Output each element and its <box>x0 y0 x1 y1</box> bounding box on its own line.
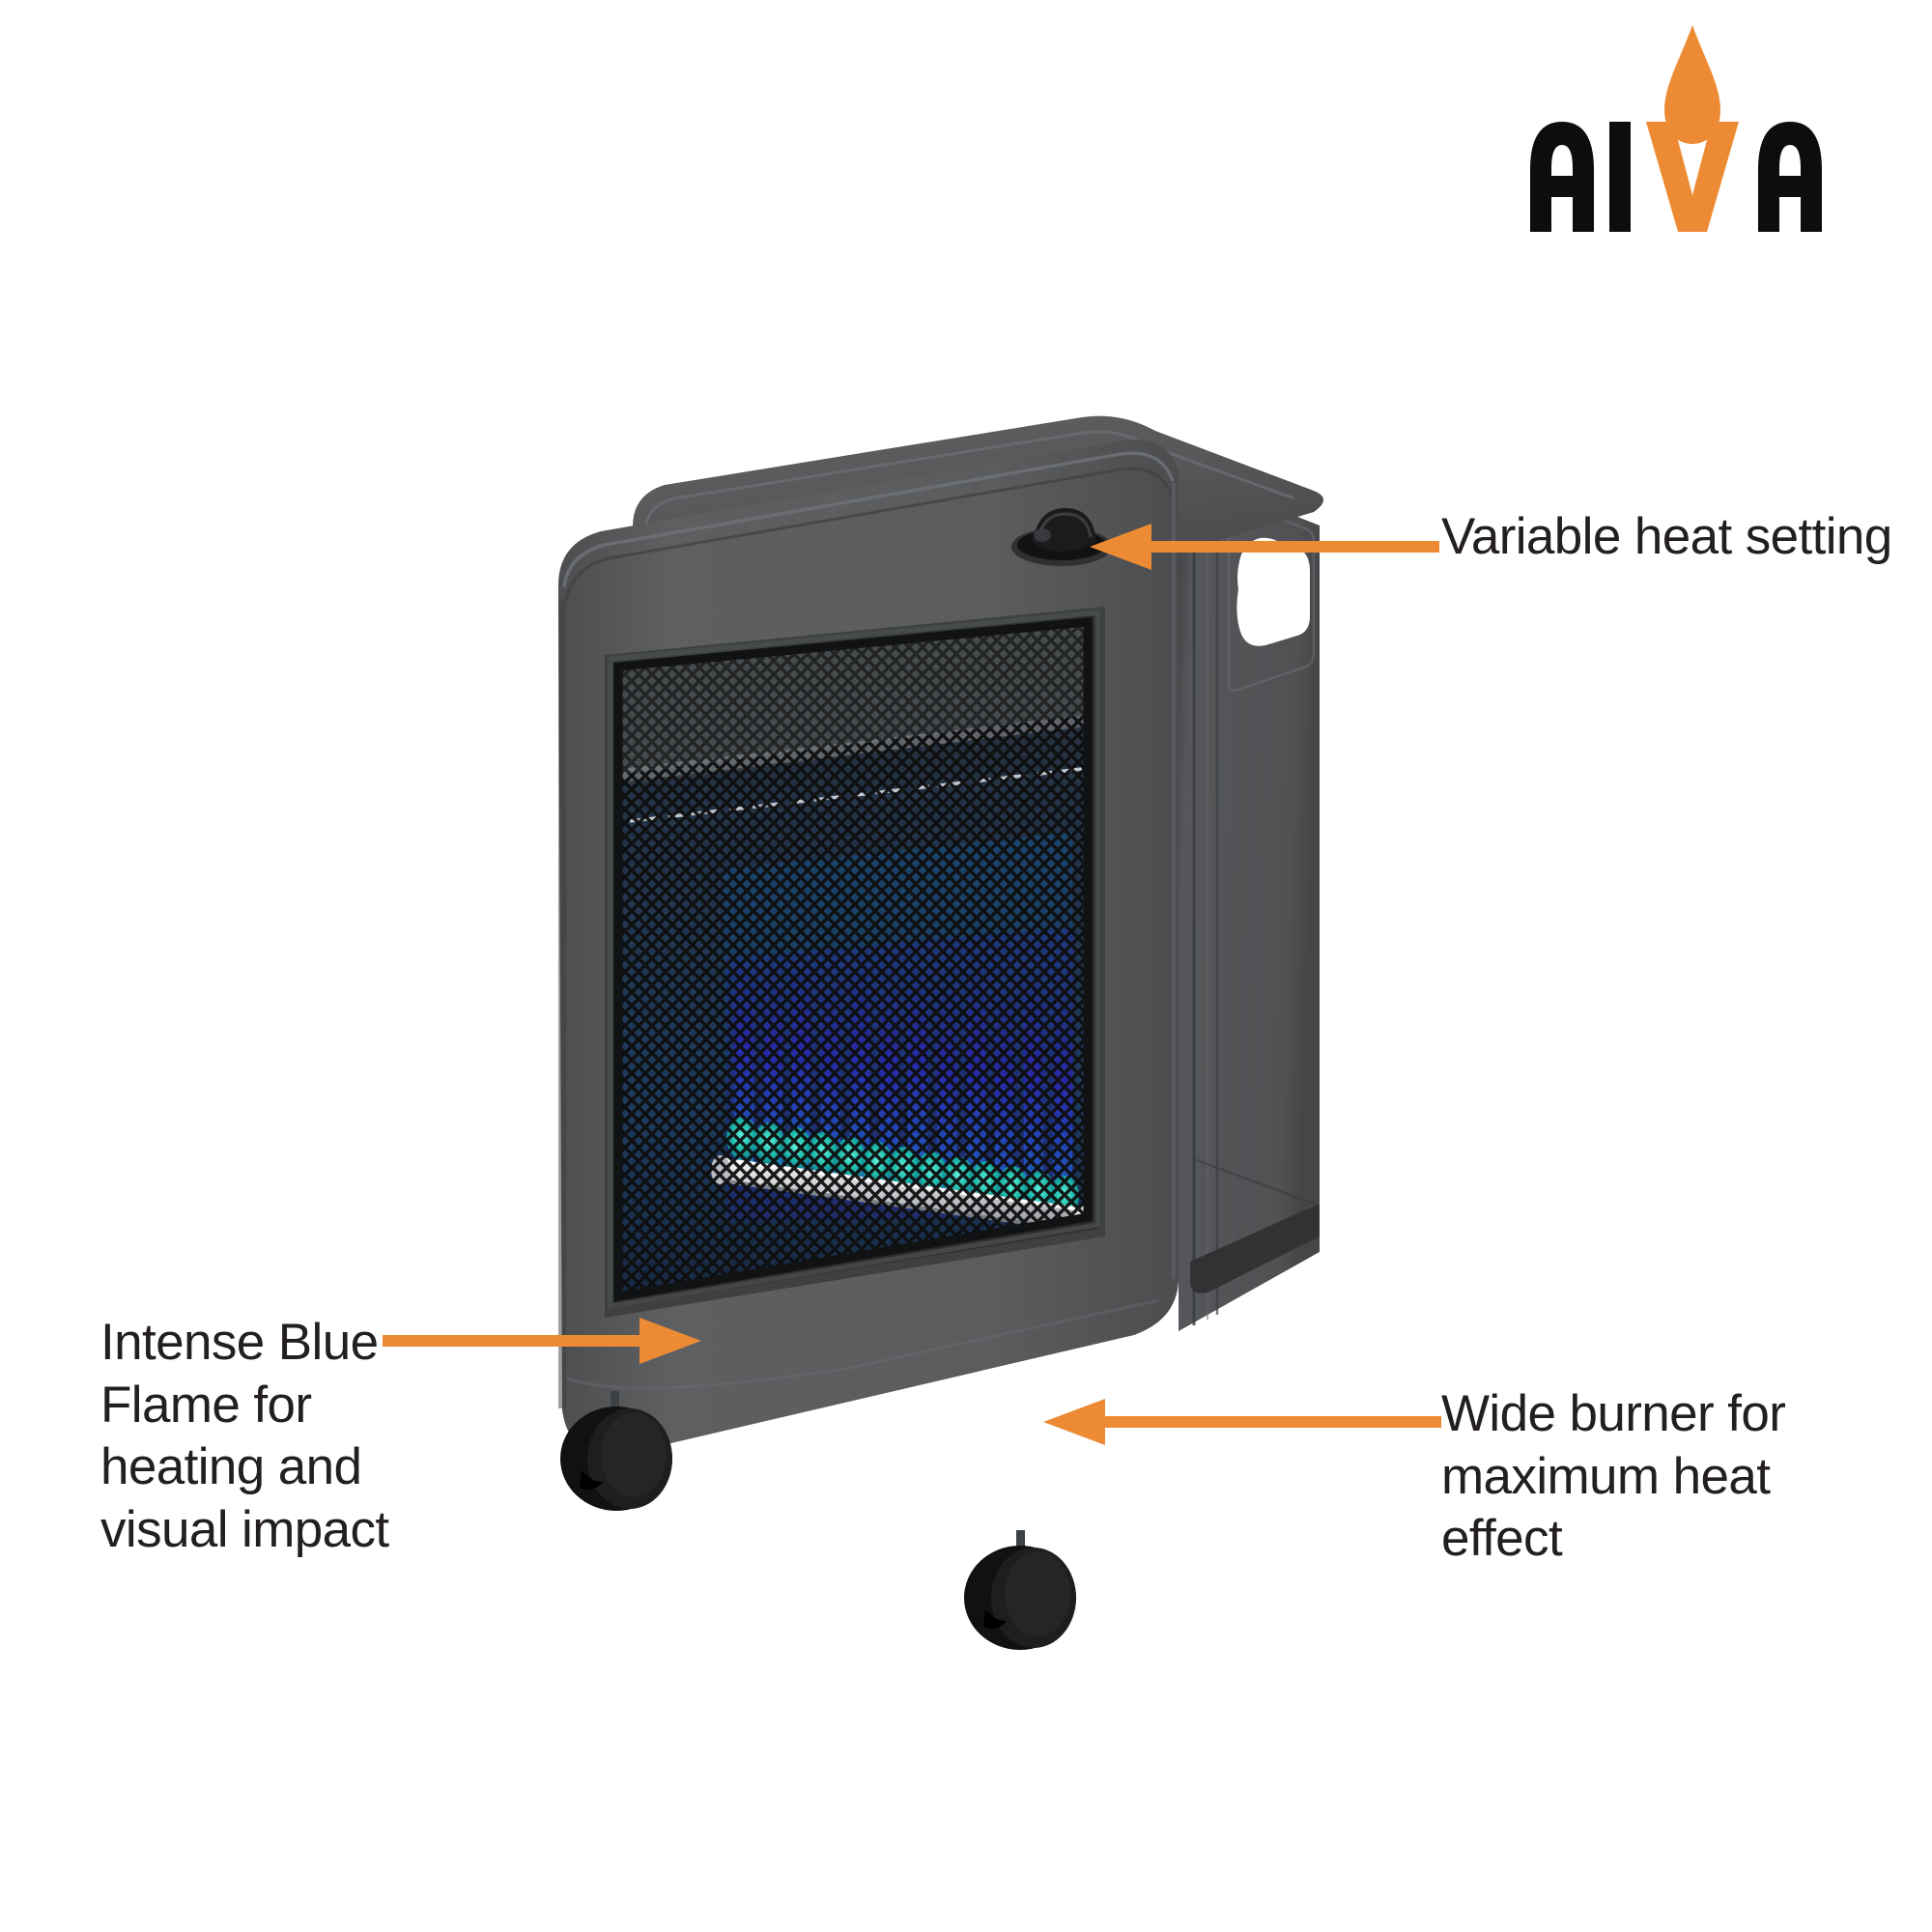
caster-wheel-front-left <box>560 1391 672 1511</box>
gas-heater-product-image <box>541 415 1333 1650</box>
arrow-wide-burner <box>1043 1395 1441 1455</box>
annotation-label-intense-blue-flame: Intense Blue Flame for heating and visua… <box>100 1314 389 1558</box>
annotation-label-wide-burner: Wide burner for maximum heat effect <box>1441 1385 1786 1568</box>
rear-foot <box>1190 1204 1320 1293</box>
gas-heater-svg <box>558 415 1323 1650</box>
arrow-intense-blue-flame <box>383 1316 701 1376</box>
arrow-variable-heat-setting <box>1090 516 1439 576</box>
caster-wheel-front-right <box>964 1530 1076 1650</box>
alva-logo-svg <box>1530 25 1822 232</box>
annotation-label-variable-heat-setting: Variable heat setting <box>1441 508 1892 565</box>
logo-letter-a2 <box>1758 122 1822 232</box>
logo-letter-v <box>1646 122 1739 232</box>
variable-heat-control-knob[interactable] <box>1011 508 1112 566</box>
side-handle-cutout <box>1236 537 1310 646</box>
alva-logo <box>1509 17 1876 232</box>
heater-side-panel <box>1179 469 1320 1331</box>
heater-grille-window <box>605 607 1105 1318</box>
logo-letter-a1 <box>1530 122 1594 232</box>
logo-letter-l <box>1609 122 1631 232</box>
